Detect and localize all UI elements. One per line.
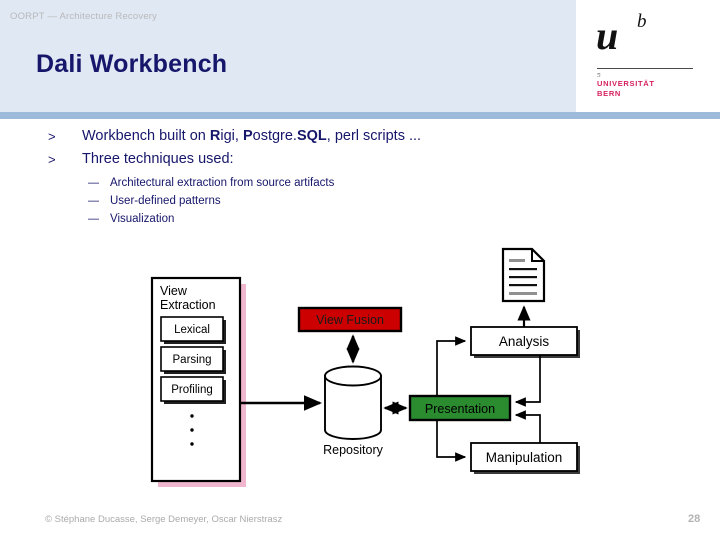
parsing-box [160,346,224,372]
bullet-marker: > [48,152,56,167]
logo-name-line-2: BERN [597,89,622,98]
bullet-text: Visualization [110,213,175,225]
presentation-label: Presentation [425,402,495,416]
bullet-item-level1: > Workbench built on Rigi, Postgre.SQL, … [0,128,560,147]
bullet-marker: — [88,195,99,207]
bullet-text: User-defined patterns [110,195,221,207]
repository-cylinder-body [324,375,382,440]
bullet-list: > Workbench built on Rigi, Postgre.SQL, … [0,128,560,230]
course-kicker: OORPT — Architecture Recovery [10,11,158,22]
ellipsis-dot [190,428,194,432]
presentation-box [408,394,512,422]
parsing-label: Parsing [173,354,212,366]
logo-name-line-1: UNIVERSITÄT [597,79,655,88]
dali-architecture-diagram: View Extraction Lexical Parsing Profilin… [0,240,720,498]
logo-divider-line [597,68,693,69]
bullet-item-level2: — Architectural extraction from source a… [0,176,560,194]
bullet-marker: — [88,213,99,225]
document-icon-line [509,268,537,271]
arrow-manipulation-to-presentation [514,410,541,443]
logo-b-superscript-glyph: b [637,11,647,32]
footer-page-number: 28 [688,513,701,525]
profiling-label: Profiling [171,384,213,396]
repository-label: Repository [323,443,383,457]
document-icon-fold [531,249,544,262]
logo-background-area [576,0,720,112]
bullet-item-level1: > Three techniques used: [0,151,560,170]
bullet-marker: — [88,177,99,189]
bullet-item-level2: — User-defined patterns [0,194,560,212]
bullet-text: Workbench built on Rigi, Postgre.SQL, pe… [82,128,422,144]
bullet-text: Architectural extraction from source art… [110,177,335,189]
view-fusion-box [297,306,403,333]
arrow-presentation-to-manipulation [436,420,467,462]
document-icon-line [509,284,537,287]
analysis-label: Analysis [499,334,550,349]
bullet-item-level2: — Visualization [0,212,560,230]
logo-u-glyph: u [596,13,619,58]
lexical-box [160,316,224,342]
ellipsis-dot [190,442,194,446]
ellipsis-dot [190,414,194,418]
arrow-analysis-to-presentation [514,355,541,407]
university-of-bern-logo: u b ƽ UNIVERSITÄT BERN [596,12,706,100]
header-divider-rule [0,112,720,119]
view-extraction-title-line2: Extraction [160,298,216,312]
document-icon-line [509,276,537,279]
bullet-text: Three techniques used: [82,151,234,167]
header-background-band [0,0,576,112]
slide-title: Dali Workbench [36,50,228,78]
arrow-presentation-to-analysis [436,336,467,396]
logo-tick-glyph: ƽ [597,70,601,79]
bullet-sublist: — Architectural extraction from source a… [0,176,560,230]
footer-copyright: © Stéphane Ducasse, Serge Demeyer, Oscar… [45,514,283,525]
manipulation-box [470,442,578,472]
bullet-marker: > [48,129,56,144]
document-icon-line [509,292,537,295]
view-extraction-title-line1: View [160,284,188,298]
manipulation-label: Manipulation [486,450,563,465]
view-fusion-label: View Fusion [316,313,384,327]
lexical-label: Lexical [174,324,210,336]
document-icon-line [509,259,525,262]
repository-cylinder-top [324,365,382,387]
profiling-box [160,376,224,402]
